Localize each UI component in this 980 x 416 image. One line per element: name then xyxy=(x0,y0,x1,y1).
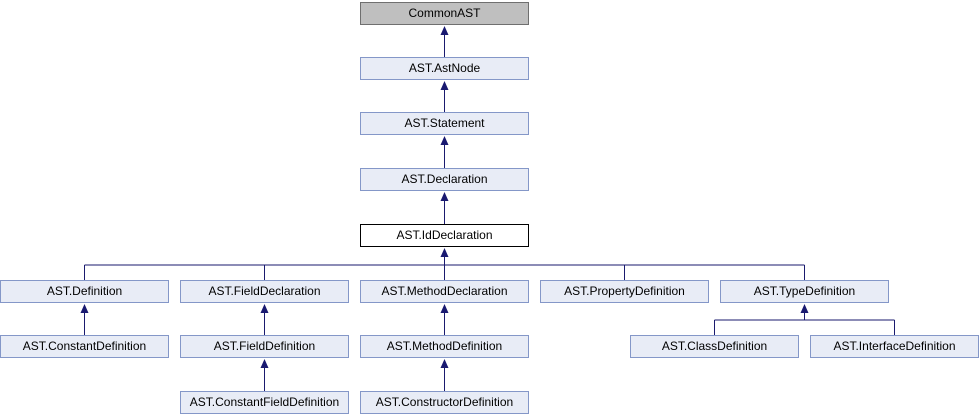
edge-arrowhead-definition xyxy=(80,304,89,313)
edge-arrowhead-statement xyxy=(440,136,449,145)
node-interface-definition[interactable]: AST.InterfaceDefinition xyxy=(810,335,979,358)
edge-arrowhead-common_ast xyxy=(440,26,449,35)
node-declaration[interactable]: AST.Declaration xyxy=(360,168,529,191)
edge-arrowhead-method_declaration xyxy=(440,304,449,313)
node-method-definition[interactable]: AST.MethodDefinition xyxy=(360,335,529,358)
node-type-definition[interactable]: AST.TypeDefinition xyxy=(720,280,889,303)
edge-arrowhead-id_declaration xyxy=(440,248,449,257)
edge-arrowhead-field_definition xyxy=(260,359,269,368)
node-ast-node[interactable]: AST.AstNode xyxy=(360,57,529,80)
node-definition[interactable]: AST.Definition xyxy=(0,280,169,303)
edge-arrowhead-declaration xyxy=(440,192,449,201)
node-constructor-definition[interactable]: AST.ConstructorDefinition xyxy=(360,391,529,414)
edge-arrowhead-method_definition xyxy=(440,359,449,368)
node-id-declaration: AST.IdDeclaration xyxy=(360,224,529,247)
node-constant-field-definition[interactable]: AST.ConstantFieldDefinition xyxy=(180,391,349,414)
edge-arrowhead-field_declaration xyxy=(260,304,269,313)
node-statement[interactable]: AST.Statement xyxy=(360,112,529,135)
node-property-definition[interactable]: AST.PropertyDefinition xyxy=(540,280,709,303)
node-method-declaration[interactable]: AST.MethodDeclaration xyxy=(360,280,529,303)
node-field-definition[interactable]: AST.FieldDefinition xyxy=(180,335,349,358)
node-common-ast[interactable]: CommonAST xyxy=(360,2,529,25)
node-class-definition[interactable]: AST.ClassDefinition xyxy=(630,335,799,358)
node-constant-definition[interactable]: AST.ConstantDefinition xyxy=(0,335,169,358)
edge-arrowhead-ast_node xyxy=(440,81,449,90)
edge-arrowhead-type_definition xyxy=(800,304,809,313)
node-field-declaration[interactable]: AST.FieldDeclaration xyxy=(180,280,349,303)
